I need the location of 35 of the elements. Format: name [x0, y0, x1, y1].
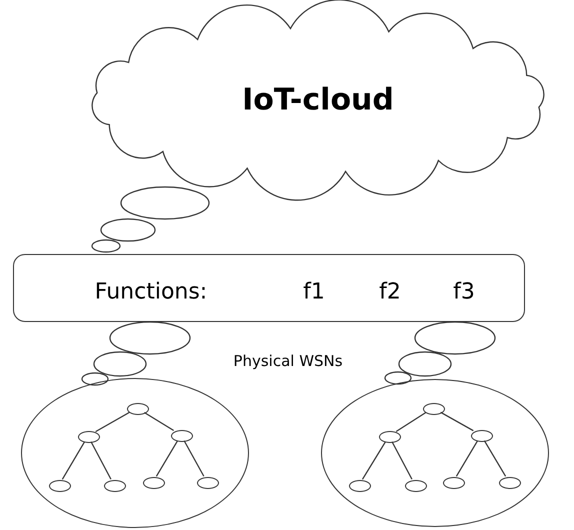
function-name: f3: [453, 280, 475, 304]
function-name: f1: [303, 280, 325, 304]
network-link: [144, 412, 174, 432]
sensor-node: [143, 477, 165, 489]
sensor-node: [171, 430, 193, 442]
sensor-node: [78, 431, 100, 443]
sensor-node: [423, 403, 445, 415]
network-link: [440, 412, 474, 432]
network-link: [90, 441, 112, 480]
sensor-node: [49, 480, 71, 492]
network-link: [62, 441, 86, 480]
sensor-node: [349, 480, 371, 492]
sensor-node: [405, 480, 427, 492]
sensor-node: [197, 477, 219, 489]
network-link: [184, 440, 204, 477]
sensor-node: [443, 477, 465, 489]
network-caption: Physical WSNs: [233, 352, 343, 370]
network-link: [456, 440, 478, 477]
network-link: [95, 412, 130, 432]
sensor-node: [379, 431, 401, 443]
function-name: f2: [379, 280, 401, 304]
sensor-network-circle: [21, 378, 249, 528]
sensor-network-circle: [321, 379, 549, 527]
network-link: [484, 440, 506, 477]
network-link: [392, 441, 412, 480]
sensor-node: [471, 430, 493, 442]
functions-label: Functions:: [94, 280, 208, 304]
network-link: [362, 441, 386, 480]
sensor-node: [104, 480, 126, 492]
functions-box: [13, 254, 525, 322]
sensor-node: [127, 403, 149, 415]
sensor-node: [499, 477, 521, 489]
network-link: [156, 440, 178, 477]
cloud-title: IoT-cloud: [242, 82, 394, 118]
network-link: [396, 412, 426, 432]
